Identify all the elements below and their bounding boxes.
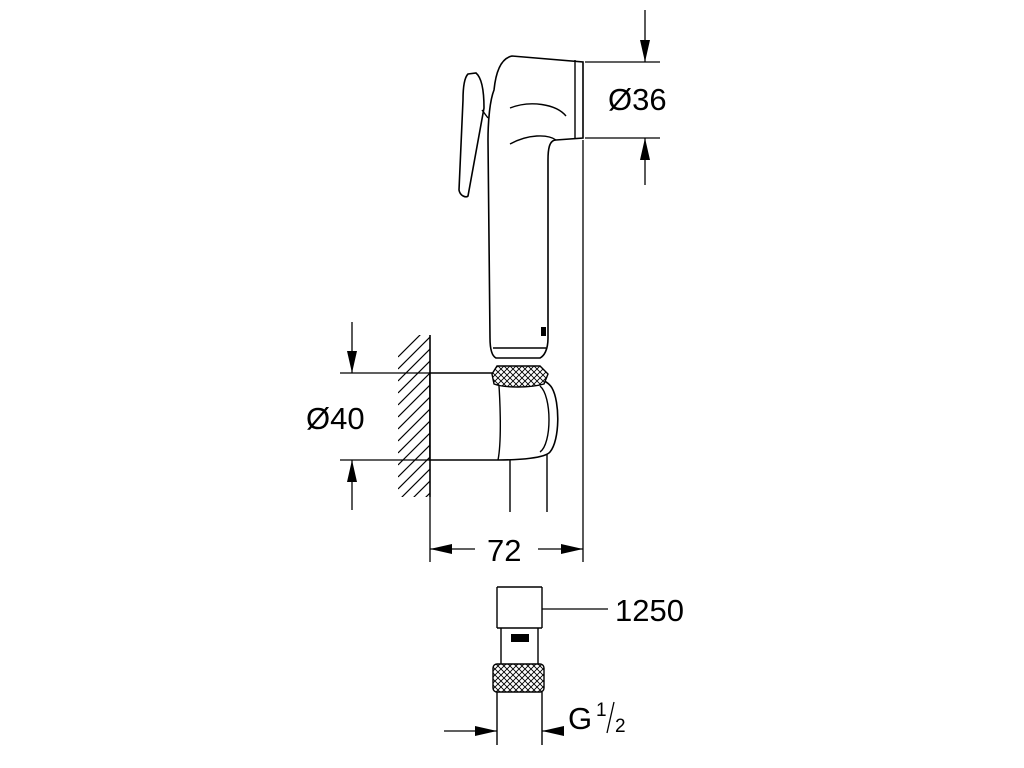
- dimension-holder-diameter: [340, 322, 430, 510]
- holder-depth-label: 72: [487, 533, 521, 568]
- dimension-holder-depth: [429, 140, 584, 562]
- wall-hatch: [398, 335, 431, 497]
- hose-lower: [496, 586, 543, 664]
- holder-diameter-label: Ø40: [306, 401, 365, 436]
- thread-fraction-slash: [606, 701, 615, 734]
- thread-fraction-denominator: 2: [615, 716, 626, 737]
- wall-holder: [429, 372, 559, 461]
- dimension-thread: [444, 726, 564, 736]
- spray-head: [487, 55, 584, 359]
- trigger-lever: [458, 72, 485, 198]
- thread-fraction-numerator: 1: [596, 700, 607, 721]
- hose-upper: [509, 452, 548, 512]
- head-diameter-label: Ø36: [608, 82, 667, 117]
- lever-pivot: [481, 109, 489, 119]
- holder-nut: [491, 365, 549, 388]
- thread-label: G: [568, 701, 592, 736]
- hose-thread: [496, 692, 543, 745]
- hose-nut: [492, 663, 545, 693]
- dimension-head-diameter: [585, 10, 660, 185]
- hose-length-label: 1250: [615, 593, 684, 628]
